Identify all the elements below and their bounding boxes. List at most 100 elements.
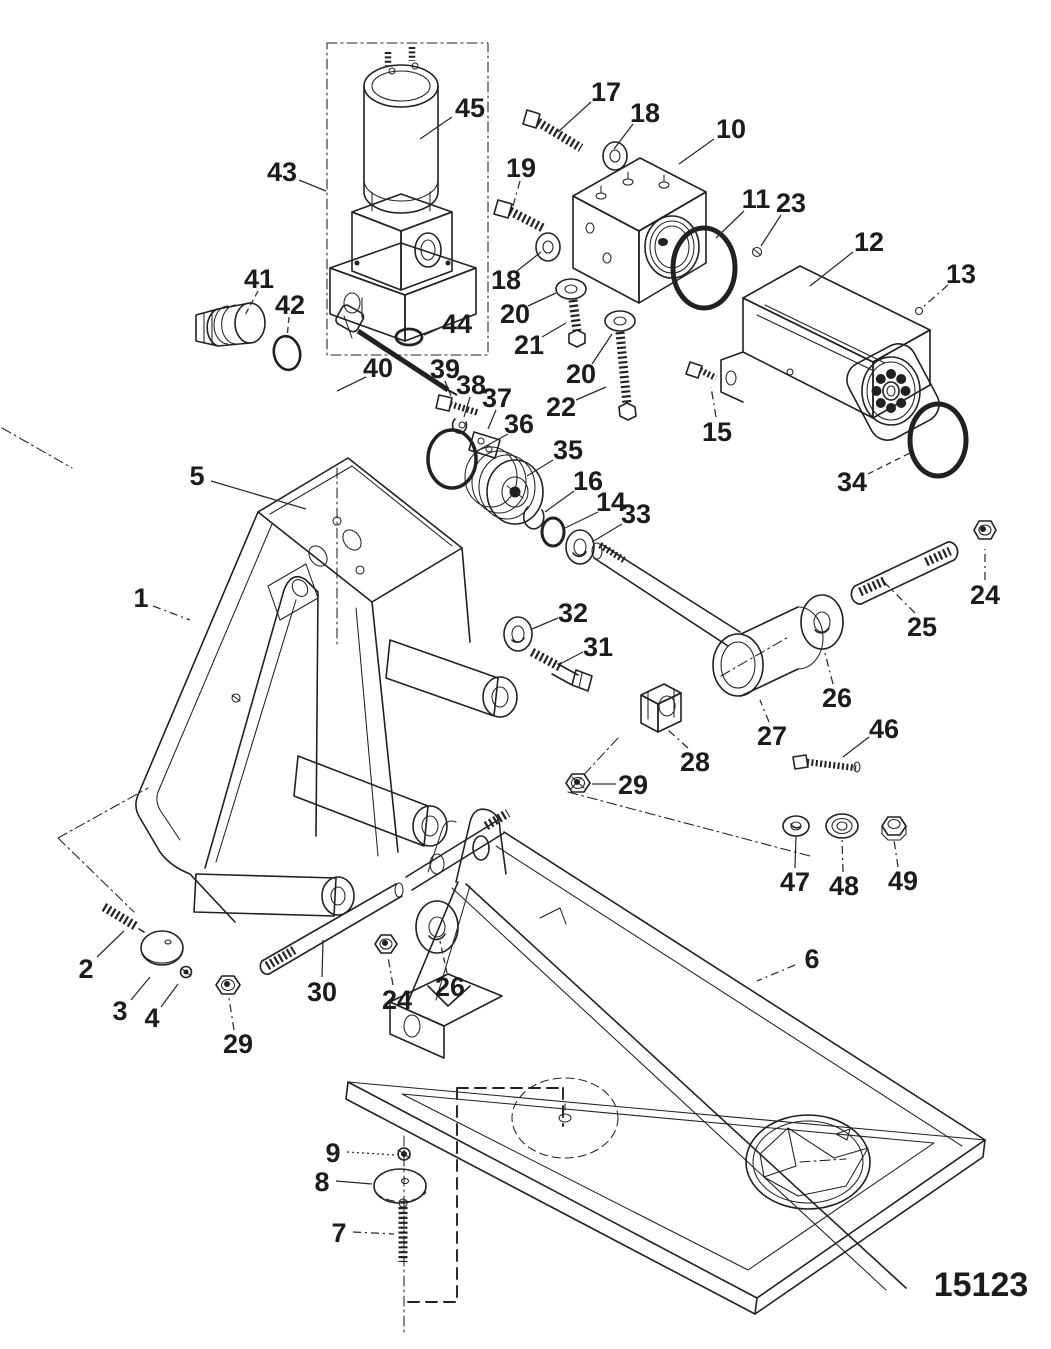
callout-label-19: 19	[506, 153, 536, 183]
callout-label-20: 20	[500, 299, 530, 329]
dashed-cutout	[405, 1087, 564, 1303]
callout-leader-37	[487, 409, 497, 430]
callout-label-1: 1	[133, 583, 148, 613]
right-bracket-drawing	[345, 808, 986, 1315]
callout-label-13: 13	[946, 259, 976, 289]
nut-24-right	[973, 520, 997, 540]
callout-leader-18	[516, 251, 542, 272]
shaft-30	[259, 809, 511, 976]
callout-label-10: 10	[716, 114, 746, 144]
washer-48	[825, 813, 859, 839]
callout-leader-19	[512, 180, 521, 207]
callout-leader-33	[591, 523, 623, 543]
callout-leader-34	[867, 451, 913, 475]
callout-label-27: 27	[757, 721, 787, 751]
left-bracket-group	[1, 427, 518, 979]
right-bracket-group	[345, 808, 986, 1335]
washer-47	[782, 815, 810, 837]
callout-leader-43	[298, 179, 327, 192]
o-ring-36	[426, 428, 478, 490]
callout-leader-45	[419, 116, 453, 140]
callout-leader-18	[613, 123, 634, 150]
callout-label-2: 2	[78, 954, 93, 984]
callout-label-32: 32	[558, 598, 588, 628]
callout-label-12: 12	[854, 227, 884, 257]
screw-23	[751, 246, 763, 258]
callout-label-29: 29	[223, 1029, 253, 1059]
washer-20b	[604, 310, 636, 332]
reservoir-drawing	[720, 265, 940, 441]
callout-label-25: 25	[907, 612, 937, 642]
washer-20b-hole	[613, 316, 627, 326]
callout-leader-44	[423, 327, 441, 336]
o-ring-44	[394, 327, 424, 347]
callout-label-35: 35	[553, 435, 583, 465]
callout-label-16: 16	[573, 466, 603, 496]
washer-20a	[555, 278, 587, 300]
washer-26-bottom	[415, 900, 459, 954]
dashed-box-43	[326, 42, 489, 356]
callout-label-37: 37	[482, 383, 512, 413]
callout-leader-49	[893, 839, 899, 868]
callout-label-30: 30	[307, 977, 337, 1007]
callout-label-22: 22	[546, 392, 576, 422]
washer-32	[503, 616, 533, 652]
callout-label-9: 9	[325, 1138, 340, 1168]
callout-leader-9	[346, 1151, 396, 1156]
callout-label-42: 42	[275, 290, 305, 320]
callout-label-7: 7	[331, 1218, 346, 1248]
callout-leader-30	[321, 939, 324, 978]
callout-leader-15	[710, 386, 717, 418]
clip-38	[451, 418, 468, 434]
screw-13	[914, 306, 924, 316]
callout-label-49: 49	[888, 866, 918, 896]
callout-label-6: 6	[804, 944, 819, 974]
washer-18b	[535, 232, 561, 262]
piston-35	[464, 446, 544, 525]
callout-leader-48	[841, 837, 844, 873]
callout-leader-10	[678, 138, 715, 165]
callout-leader-35	[526, 459, 554, 477]
callout-label-38: 38	[456, 370, 486, 400]
callout-label-29: 29	[618, 770, 648, 800]
callout-leader-41	[244, 290, 259, 316]
stud-7	[398, 1135, 408, 1335]
callout-label-15: 15	[702, 417, 732, 447]
callout-leader-2	[96, 930, 125, 958]
callout-label-39: 39	[430, 354, 460, 384]
callout-leader-42	[286, 316, 290, 339]
washer-18b-hole	[542, 240, 554, 254]
nut-4	[179, 965, 193, 979]
callout-leader-38	[463, 396, 471, 418]
callout-leader-47	[794, 835, 797, 869]
callout-leader-20	[527, 292, 557, 307]
callout-leader-23	[760, 214, 782, 247]
callout-leader-22	[575, 386, 607, 401]
callout-leader-29	[228, 997, 235, 1031]
callout-label-4: 4	[144, 1003, 159, 1033]
callout-label-26: 26	[822, 683, 852, 713]
callout-label-5: 5	[189, 461, 204, 491]
spacer-27	[712, 606, 824, 697]
callout-label-3: 3	[112, 996, 127, 1026]
callout-leader-25	[883, 581, 916, 614]
bolt-17	[522, 109, 584, 152]
callout-label-11: 11	[742, 184, 771, 214]
callout-leader-46	[842, 736, 870, 758]
callout-label-26: 26	[435, 972, 465, 1002]
callout-leader-6	[756, 964, 796, 982]
cap-8	[373, 1168, 427, 1204]
callout-label-20: 20	[566, 359, 596, 389]
callout-label-28: 28	[680, 747, 710, 777]
callout-leader-12	[809, 251, 854, 287]
tilt-pin-group	[215, 616, 593, 995]
callout-label-43: 43	[267, 157, 297, 187]
callout-label-24: 24	[970, 580, 1000, 610]
callout-label-40: 40	[363, 353, 393, 383]
washer-26-right	[800, 594, 844, 650]
washer-18a-hole	[609, 149, 621, 163]
callout-label-31: 31	[583, 632, 613, 662]
callout-label-36: 36	[504, 409, 534, 439]
